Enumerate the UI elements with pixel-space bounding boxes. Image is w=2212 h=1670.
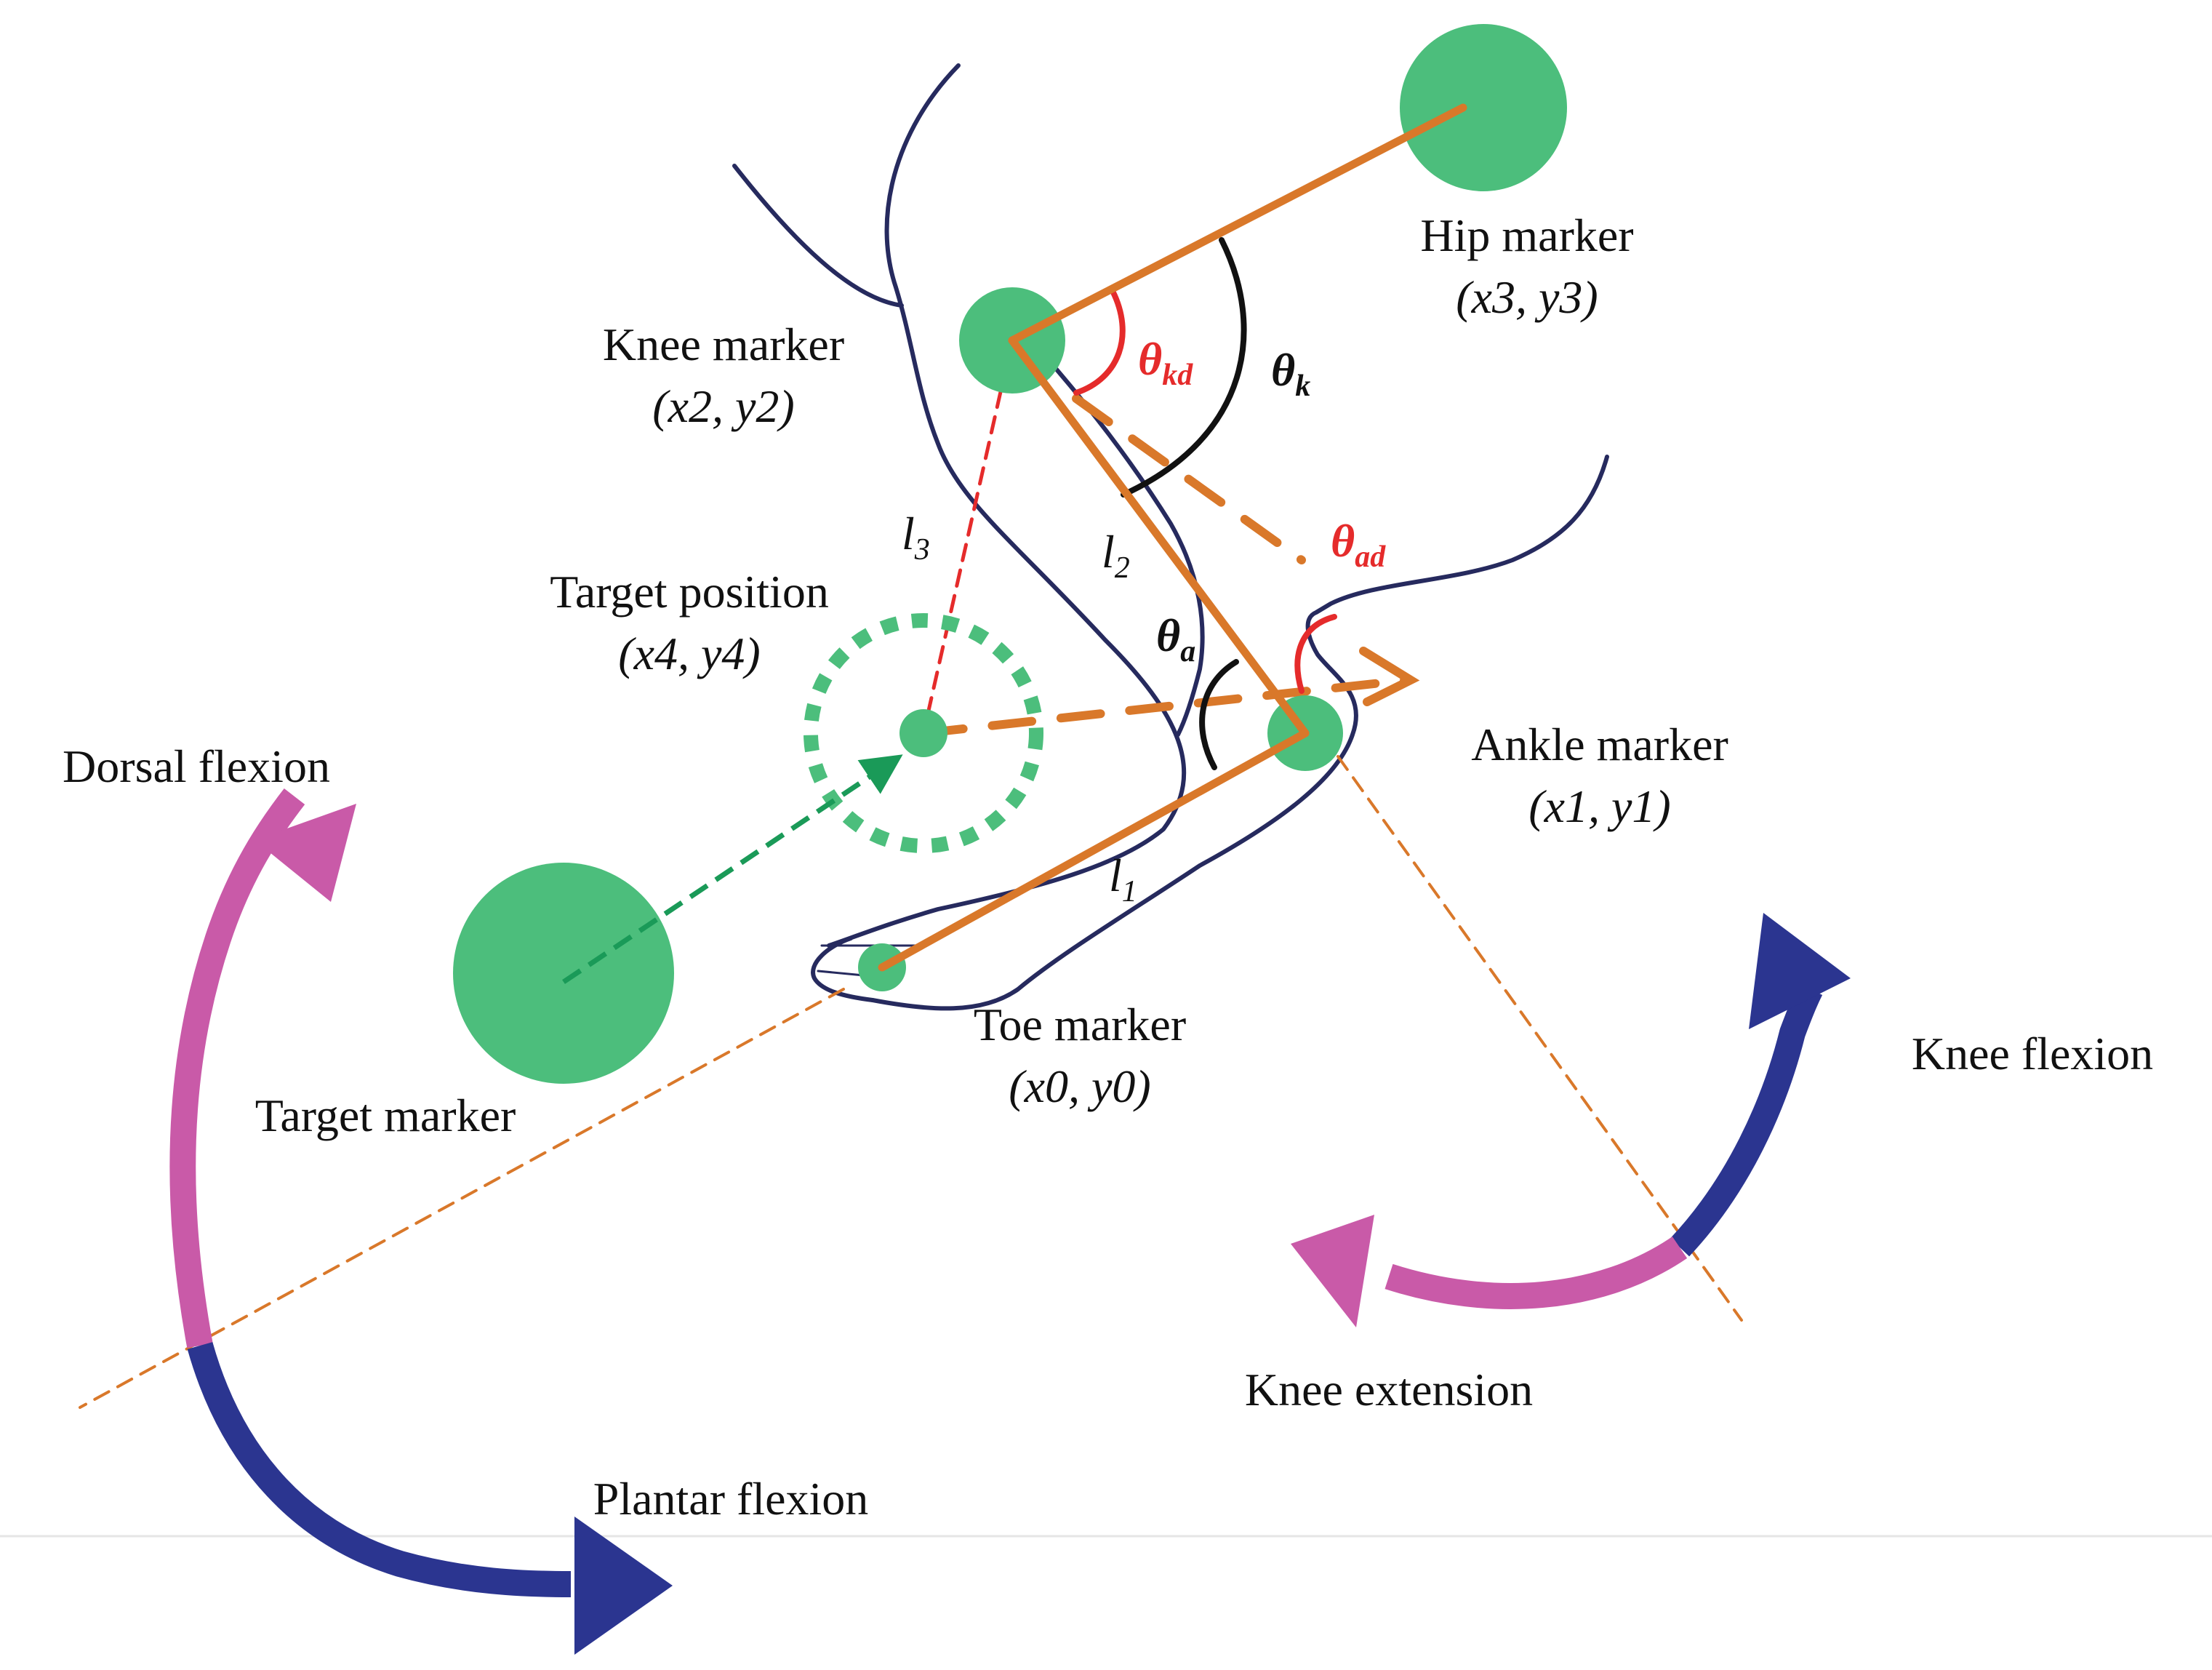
target-position-dot (899, 709, 947, 757)
labels: Hip marker (x3, y3) Knee marker (x2, y2)… (63, 209, 2153, 1525)
toe-marker-coord: (x0, y0) (1009, 1060, 1150, 1112)
theta-k-label: θk (1271, 344, 1310, 403)
thigh-front-curve (827, 63, 1187, 948)
toe-marker-label: Toe marker (974, 999, 1186, 1050)
limb-segments (878, 103, 1467, 972)
theta-a-arc (1199, 659, 1239, 770)
reference-lines (79, 338, 1743, 1409)
knee-marker-coord: (x2, y2) (652, 380, 794, 432)
shank-extension-line (1337, 755, 1743, 1322)
toe-outline (811, 936, 875, 1002)
ankle-marker-label: Ankle marker (1471, 719, 1728, 770)
theta-ad-arc (1294, 614, 1337, 694)
l1-label: l1 (1109, 850, 1137, 908)
knee-flexion-arrowhead (1749, 913, 1851, 1029)
target-move-arrow (562, 754, 903, 984)
theta-kd-label: θkd (1138, 333, 1193, 392)
dorsal-flexion-arc (169, 788, 305, 1349)
markers (453, 24, 1567, 1084)
theta-ad-label: θad (1331, 515, 1386, 574)
target-direction-arrowhead (1359, 647, 1420, 706)
target-position-label: Target position (550, 566, 829, 618)
hip-marker-label: Hip marker (1420, 209, 1633, 261)
target-marker-label: Target marker (255, 1090, 516, 1141)
l3-label: l3 (902, 508, 930, 567)
target-direction-dashed (919, 676, 1411, 738)
foot-segment (878, 729, 1310, 972)
l3-line (921, 338, 1014, 735)
knee-marker-label: Knee marker (603, 319, 844, 370)
plantar-flexion-arrowhead (574, 1517, 673, 1655)
theta-kd-arc (1073, 288, 1126, 396)
thigh-back-curve (732, 164, 904, 308)
leg-outline (732, 63, 1609, 1011)
target-marker-dot (453, 863, 674, 1084)
theta-a-label: θa (1156, 610, 1195, 668)
shank-segment (1008, 336, 1310, 738)
hip-marker-coord: (x3, y3) (1456, 271, 1598, 323)
foot-extension-line (79, 988, 845, 1409)
plantar-flexion-arc (187, 1342, 572, 1597)
l2-label: l2 (1102, 526, 1130, 585)
hip-marker-dot (1400, 24, 1567, 191)
knee-extension-arrowhead (1291, 1215, 1374, 1327)
dorsal-flexion-arrowhead (255, 804, 356, 902)
angle-arcs (1073, 237, 1337, 770)
target-position-coord: (x4, y4) (618, 628, 760, 679)
knee-extension-label: Knee extension (1245, 1364, 1533, 1415)
thigh-segment (1008, 103, 1467, 345)
calf-back-curve (870, 455, 1609, 1011)
plantar-flexion-label: Plantar flexion (593, 1473, 869, 1525)
motion-arrowheads (255, 804, 1851, 1655)
thigh-direction-dashed (1072, 394, 1306, 564)
knee-flexion-arc (1670, 983, 1823, 1257)
target-position-ring (804, 613, 1043, 853)
ankle-marker-coord: (x1, y1) (1528, 780, 1670, 832)
knee-extension-arc (1384, 1236, 1688, 1309)
motion-arrows (169, 788, 1823, 1597)
knee-flexion-label: Knee flexion (1912, 1028, 2153, 1079)
theta-k-arc (1121, 237, 1247, 498)
dorsal-flexion-label: Dorsal flexion (63, 740, 330, 792)
